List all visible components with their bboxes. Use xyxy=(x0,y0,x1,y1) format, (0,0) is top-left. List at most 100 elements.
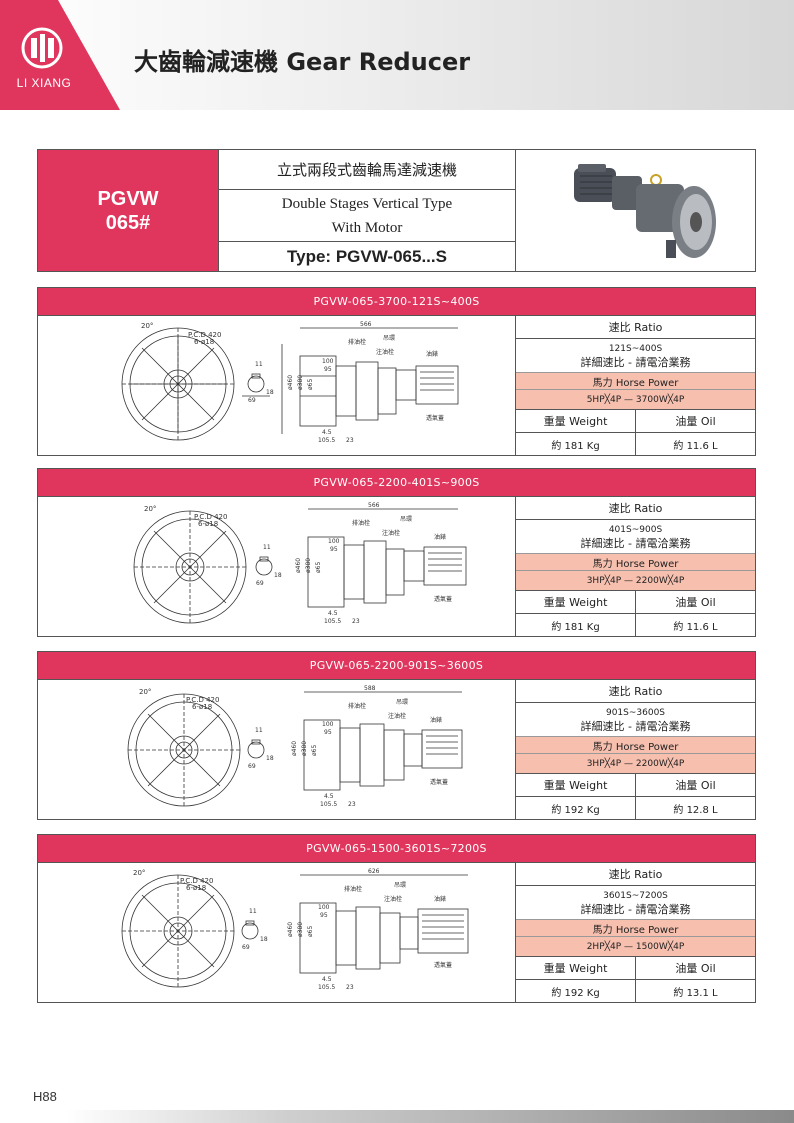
ratio-note: 詳細速比 - 請電洽業務 xyxy=(580,355,691,369)
hp-value: 5HP╳4P — 3700W╳4P xyxy=(516,390,755,410)
length-label: 588 xyxy=(364,685,376,692)
angle-label: 20° xyxy=(139,688,151,696)
spec-values: 速比 Ratio 401S~900S 詳細速比 - 請電洽業務 馬力 Horse… xyxy=(516,496,755,637)
spec-values: 速比 Ratio 3601S~7200S 詳細速比 - 請電洽業務 馬力 Hor… xyxy=(516,862,755,1003)
angle-label: 20° xyxy=(144,505,156,513)
dia1-label: ø460 xyxy=(287,375,294,390)
ratio-note: 詳細速比 - 請電洽業務 xyxy=(580,902,691,916)
angle-label: 20° xyxy=(141,322,153,330)
oil-gauge-label: 油錶 xyxy=(434,895,446,903)
dim-45-label: 4.5 xyxy=(322,429,332,436)
drain-plug-label: 排油栓 xyxy=(344,885,362,893)
hp-value: 2HP╳4P — 1500W╳4P xyxy=(516,937,755,957)
weight-oil-values: 約 181 Kg 約 11.6 L xyxy=(516,433,755,456)
drain-plug-label: 排油栓 xyxy=(348,702,366,710)
dia2-label: ø380 xyxy=(301,741,308,756)
keyway-h-label: 11 xyxy=(255,727,263,734)
dim-100-label: 100 xyxy=(322,721,334,728)
dim-23-label: 23 xyxy=(352,618,360,625)
ratio-value: 901S~3600S 詳細速比 - 請電洽業務 xyxy=(516,703,755,736)
weight-header: 重量 Weight xyxy=(543,962,608,975)
weight-oil-header: 重量 Weight 油量 Oil xyxy=(516,774,755,797)
dimension-drawing: 20° P.C.D 420 6-ø18 11 69 18 xyxy=(38,496,516,636)
hp-header: 馬力 Horse Power xyxy=(516,553,755,571)
holes-label: 6-ø18 xyxy=(192,703,212,711)
header: LI XIANG 大齒輪減速機 Gear Reducer xyxy=(0,0,794,110)
oil-value: 約 11.6 L xyxy=(635,614,755,637)
model-line-1: PGVW xyxy=(97,187,159,210)
dia3-label: ø65 xyxy=(307,926,314,937)
oil-value: 約 12.8 L xyxy=(635,797,755,820)
dim-100-label: 100 xyxy=(328,538,340,545)
keyway-d-label: 18 xyxy=(260,936,268,943)
fill-plug-label: 注油栓 xyxy=(376,348,394,356)
weight-value: 約 181 Kg xyxy=(551,622,600,633)
spec-title: PGVW-065-1500-3601S~7200S xyxy=(38,835,755,862)
dim-23-label: 23 xyxy=(348,801,356,808)
dia1-label: ø460 xyxy=(295,558,302,573)
weight-value: 約 192 Kg xyxy=(551,988,600,999)
holes-label: 6-ø18 xyxy=(198,520,218,528)
product-name-en-line1: Double Stages Vertical Type xyxy=(281,195,453,212)
dia2-label: ø380 xyxy=(297,922,304,937)
vent-cap-label: 透氣蓋 xyxy=(434,595,452,603)
weight-oil-header: 重量 Weight 油量 Oil xyxy=(516,410,755,433)
dim-100-label: 100 xyxy=(318,904,330,911)
drawing-svg: 20° P.C.D 420 6-ø18 11 69 18 xyxy=(133,502,467,625)
oil-gauge-label: 油錶 xyxy=(430,716,442,724)
oil-header: 油量 Oil xyxy=(635,591,755,613)
dia2-label: ø380 xyxy=(297,375,304,390)
spec-block: PGVW-065-1500-3601S~7200S 20° P.C.D 420 … xyxy=(37,834,756,1003)
dia3-label: ø65 xyxy=(307,379,314,390)
keyway-d-label: 18 xyxy=(266,755,274,762)
oil-gauge-label: 油錶 xyxy=(426,350,438,358)
dia1-label: ø460 xyxy=(291,741,298,756)
length-label: 566 xyxy=(360,321,372,328)
angle-label: 20° xyxy=(133,869,145,877)
ratio-header: 速比 Ratio xyxy=(516,680,755,703)
keyway-w-label: 69 xyxy=(256,580,264,587)
ratio-value: 401S~900S 詳細速比 - 請電洽業務 xyxy=(516,520,755,553)
keyway-w-label: 69 xyxy=(248,763,256,770)
dim-95-label: 95 xyxy=(324,366,332,373)
dimension-drawing: 20° P.C.D 420 6-ø18 11 69 18 xyxy=(38,679,516,819)
product-name-cn: 立式兩段式齒輪馬達減速機 xyxy=(219,150,515,190)
dimension-drawing: 20° P.C.D 420 6-ø18 11 69 18 xyxy=(38,862,516,1002)
vent-cap-label: 透氣蓋 xyxy=(434,961,452,969)
fill-plug-label: 注油栓 xyxy=(388,712,406,720)
drawing-svg: 20° P.C.D 420 6-ø18 11 69 18 xyxy=(127,685,463,808)
drawing-svg: 20° P.C.D 420 6-ø18 11 69 18 xyxy=(121,321,459,444)
spec-values: 速比 Ratio 121S~400S 詳細速比 - 請電洽業務 馬力 Horse… xyxy=(516,315,755,456)
product-name-en-line2: With Motor xyxy=(331,219,403,236)
dim-23-label: 23 xyxy=(346,984,354,991)
dia3-label: ø65 xyxy=(311,745,318,756)
dim-95-label: 95 xyxy=(324,729,332,736)
hp-header: 馬力 Horse Power xyxy=(516,736,755,754)
ratio-header: 速比 Ratio xyxy=(516,497,755,520)
drain-plug-label: 排油栓 xyxy=(348,338,366,346)
dim-45-label: 4.5 xyxy=(328,610,338,617)
lift-ring-label: 吊環 xyxy=(383,335,395,342)
spec-title: PGVW-065-2200-901S~3600S xyxy=(38,652,755,679)
oil-header: 油量 Oil xyxy=(635,957,755,979)
ratio-value: 121S~400S 詳細速比 - 請電洽業務 xyxy=(516,339,755,372)
dim-45-label: 4.5 xyxy=(322,976,332,983)
weight-value: 約 181 Kg xyxy=(551,441,600,452)
brand-logo: LI XIANG xyxy=(0,0,120,110)
spec-title: PGVW-065-2200-401S~900S xyxy=(38,469,755,496)
hp-value: 3HP╳4P — 2200W╳4P xyxy=(516,754,755,774)
lift-ring-label: 吊環 xyxy=(400,516,412,523)
ratio-header: 速比 Ratio xyxy=(516,316,755,339)
weight-header: 重量 Weight xyxy=(543,596,608,609)
dim-1055-label: 105.5 xyxy=(320,801,337,808)
fill-plug-label: 注油栓 xyxy=(384,895,402,903)
ratio-range: 401S~900S xyxy=(608,524,663,535)
product-description: 立式兩段式齒輪馬達減速機 Double Stages Vertical Type… xyxy=(218,150,516,271)
footer-bar xyxy=(66,1110,794,1123)
weight-oil-values: 約 192 Kg 約 13.1 L xyxy=(516,980,755,1003)
holes-label: 6-ø18 xyxy=(186,884,206,892)
weight-header: 重量 Weight xyxy=(543,779,608,792)
dia1-label: ø460 xyxy=(287,922,294,937)
model-line-2: 065# xyxy=(105,211,151,234)
fill-plug-label: 注油栓 xyxy=(382,529,400,537)
